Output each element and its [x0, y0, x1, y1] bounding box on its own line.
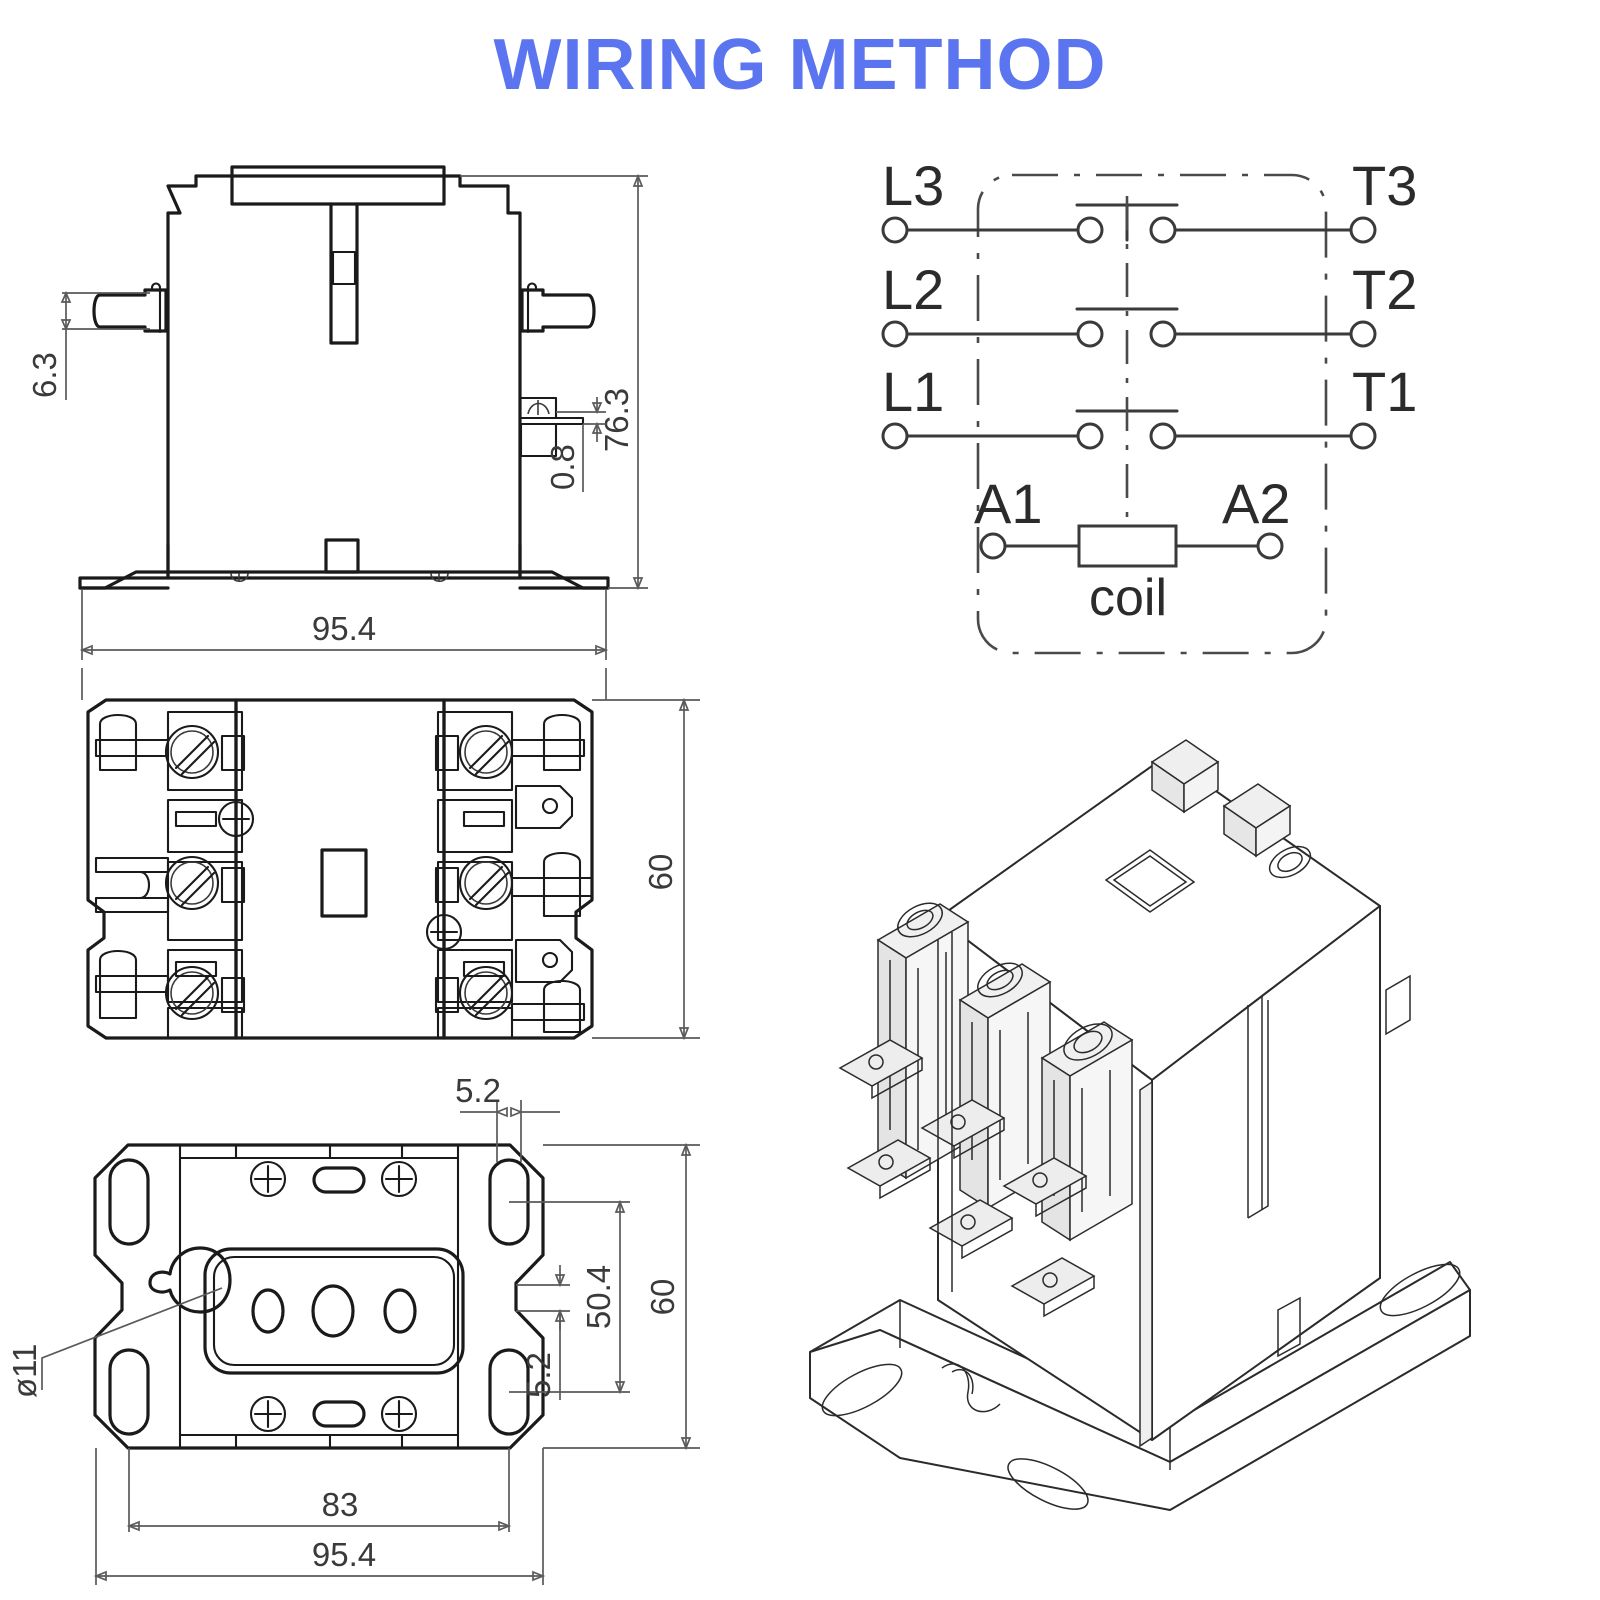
label-l2: L2 — [882, 258, 944, 321]
coil-symbol — [1077, 524, 1178, 568]
phillips-screws-left — [217, 800, 255, 838]
dimension-60-mid: 60 — [592, 697, 700, 1041]
side-elevation-view: 6.3 76.3 0.8 — [26, 165, 648, 660]
terminal-l1 — [881, 422, 909, 450]
terminal-t3 — [1349, 216, 1377, 244]
label-a1: A1 — [974, 472, 1043, 535]
label-coil: coil — [1089, 569, 1167, 627]
dimension-60-bot: 60 — [543, 1142, 700, 1451]
terminal-t2 — [1349, 320, 1377, 348]
label-t2: T2 — [1352, 258, 1417, 321]
dimension-0-8: 0.8 — [544, 397, 606, 492]
front-elevation-view: 60 — [81, 668, 700, 1041]
contact-t2 — [1149, 320, 1177, 348]
dimension-76-3: 76.3 — [460, 173, 648, 591]
dimension-dia-11: ø11 — [6, 1287, 223, 1398]
label-a2: A2 — [1222, 472, 1291, 535]
terminal-screws-right — [458, 724, 514, 1021]
pole-row-3 — [881, 203, 1377, 244]
bottom-plate-screws — [249, 1160, 418, 1433]
page-title: WIRING METHOD — [493, 25, 1107, 105]
coil-circuit — [979, 524, 1284, 568]
terminal-l3 — [881, 216, 909, 244]
dim-label-95-4-bot: 95.4 — [312, 1536, 376, 1573]
dimension-6-3: 6.3 — [26, 290, 150, 400]
dim-label-60-mid: 60 — [642, 854, 679, 891]
terminal-t1 — [1349, 422, 1377, 450]
terminal-a1 — [979, 532, 1007, 560]
dim-label-dia-11: ø11 — [6, 1344, 43, 1398]
phillips-screws-right — [425, 913, 463, 951]
dimension-83: 83 — [126, 1448, 512, 1532]
isometric-3d-view — [809, 739, 1471, 1511]
contact-l2 — [1076, 320, 1104, 348]
dim-label-95-4-top: 95.4 — [312, 610, 376, 647]
terminal-screws-left — [164, 724, 220, 1021]
bottom-plan-view: 5.2 50.4 5.2 — [6, 1072, 700, 1585]
keyhole-feature — [148, 1246, 232, 1314]
label-l1: L1 — [882, 360, 944, 423]
dim-label-5-2-top: 5.2 — [455, 1072, 501, 1109]
contact-t3 — [1149, 216, 1177, 244]
contact-l1 — [1076, 422, 1104, 450]
dimension-5-2-top: 5.2 — [455, 1072, 560, 1162]
dimension-95-4-bot: 95.4 — [93, 1448, 546, 1585]
label-l3: L3 — [882, 154, 944, 217]
pole-row-1 — [881, 409, 1377, 450]
dim-label-0-8: 0.8 — [544, 444, 581, 490]
pole-row-2 — [881, 307, 1377, 348]
contact-l3 — [1076, 216, 1104, 244]
dim-label-5-2-side: 5.2 — [520, 1352, 557, 1398]
dim-label-83: 83 — [322, 1486, 359, 1523]
terminal-l2 — [881, 320, 909, 348]
dim-label-76-3: 76.3 — [598, 388, 635, 452]
dimension-50-4: 50.4 — [509, 1199, 630, 1395]
label-t3: T3 — [1352, 154, 1417, 217]
dim-label-50-4: 50.4 — [580, 1265, 617, 1329]
label-t1: T1 — [1352, 360, 1417, 423]
dimension-95-4-top: 95.4 — [79, 590, 609, 660]
contactor-wiring-schematic: L3 T3 L2 T2 — [881, 154, 1417, 655]
terminal-a2 — [1256, 532, 1284, 560]
dim-label-6-3: 6.3 — [26, 352, 63, 398]
dimension-5-2-side: 5.2 — [516, 1265, 570, 1400]
dim-label-60-bot: 60 — [644, 1279, 681, 1316]
contact-t1 — [1149, 422, 1177, 450]
